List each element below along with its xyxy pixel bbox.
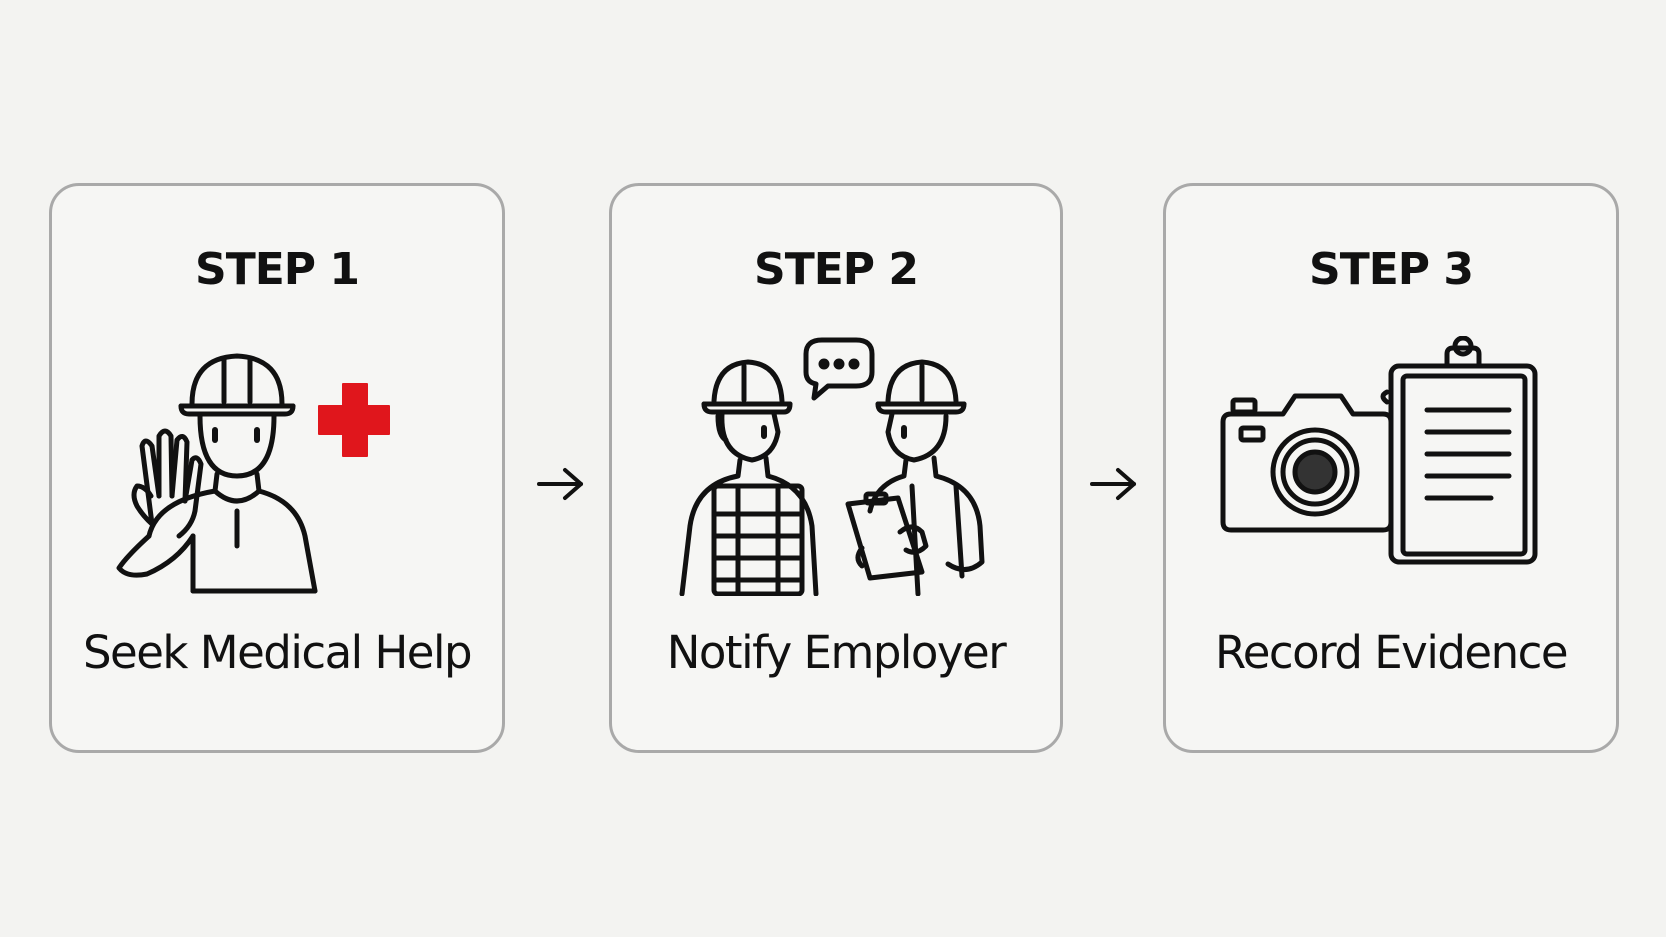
worker-medical-cross-icon <box>97 336 457 596</box>
step-1-label: STEP 1 <box>195 244 360 295</box>
step-1-caption: Seek Medical Help <box>82 626 473 679</box>
step-card-2: STEP 2 <box>609 183 1063 753</box>
step-card-1: STEP 1 <box>49 183 505 753</box>
step-2-label: STEP 2 <box>754 244 919 295</box>
step-3-label: STEP 3 <box>1309 244 1474 295</box>
step-2-caption: Notify Employer <box>666 626 1007 679</box>
step-card-3: STEP 3 Record <box>1163 183 1619 753</box>
arrow-right-icon <box>1086 462 1142 506</box>
workers-conversation-icon <box>656 336 1016 596</box>
step-3-caption: Record Evidence <box>1214 626 1569 679</box>
camera-clipboard-icon <box>1211 336 1571 596</box>
arrow-right-icon <box>533 462 589 506</box>
